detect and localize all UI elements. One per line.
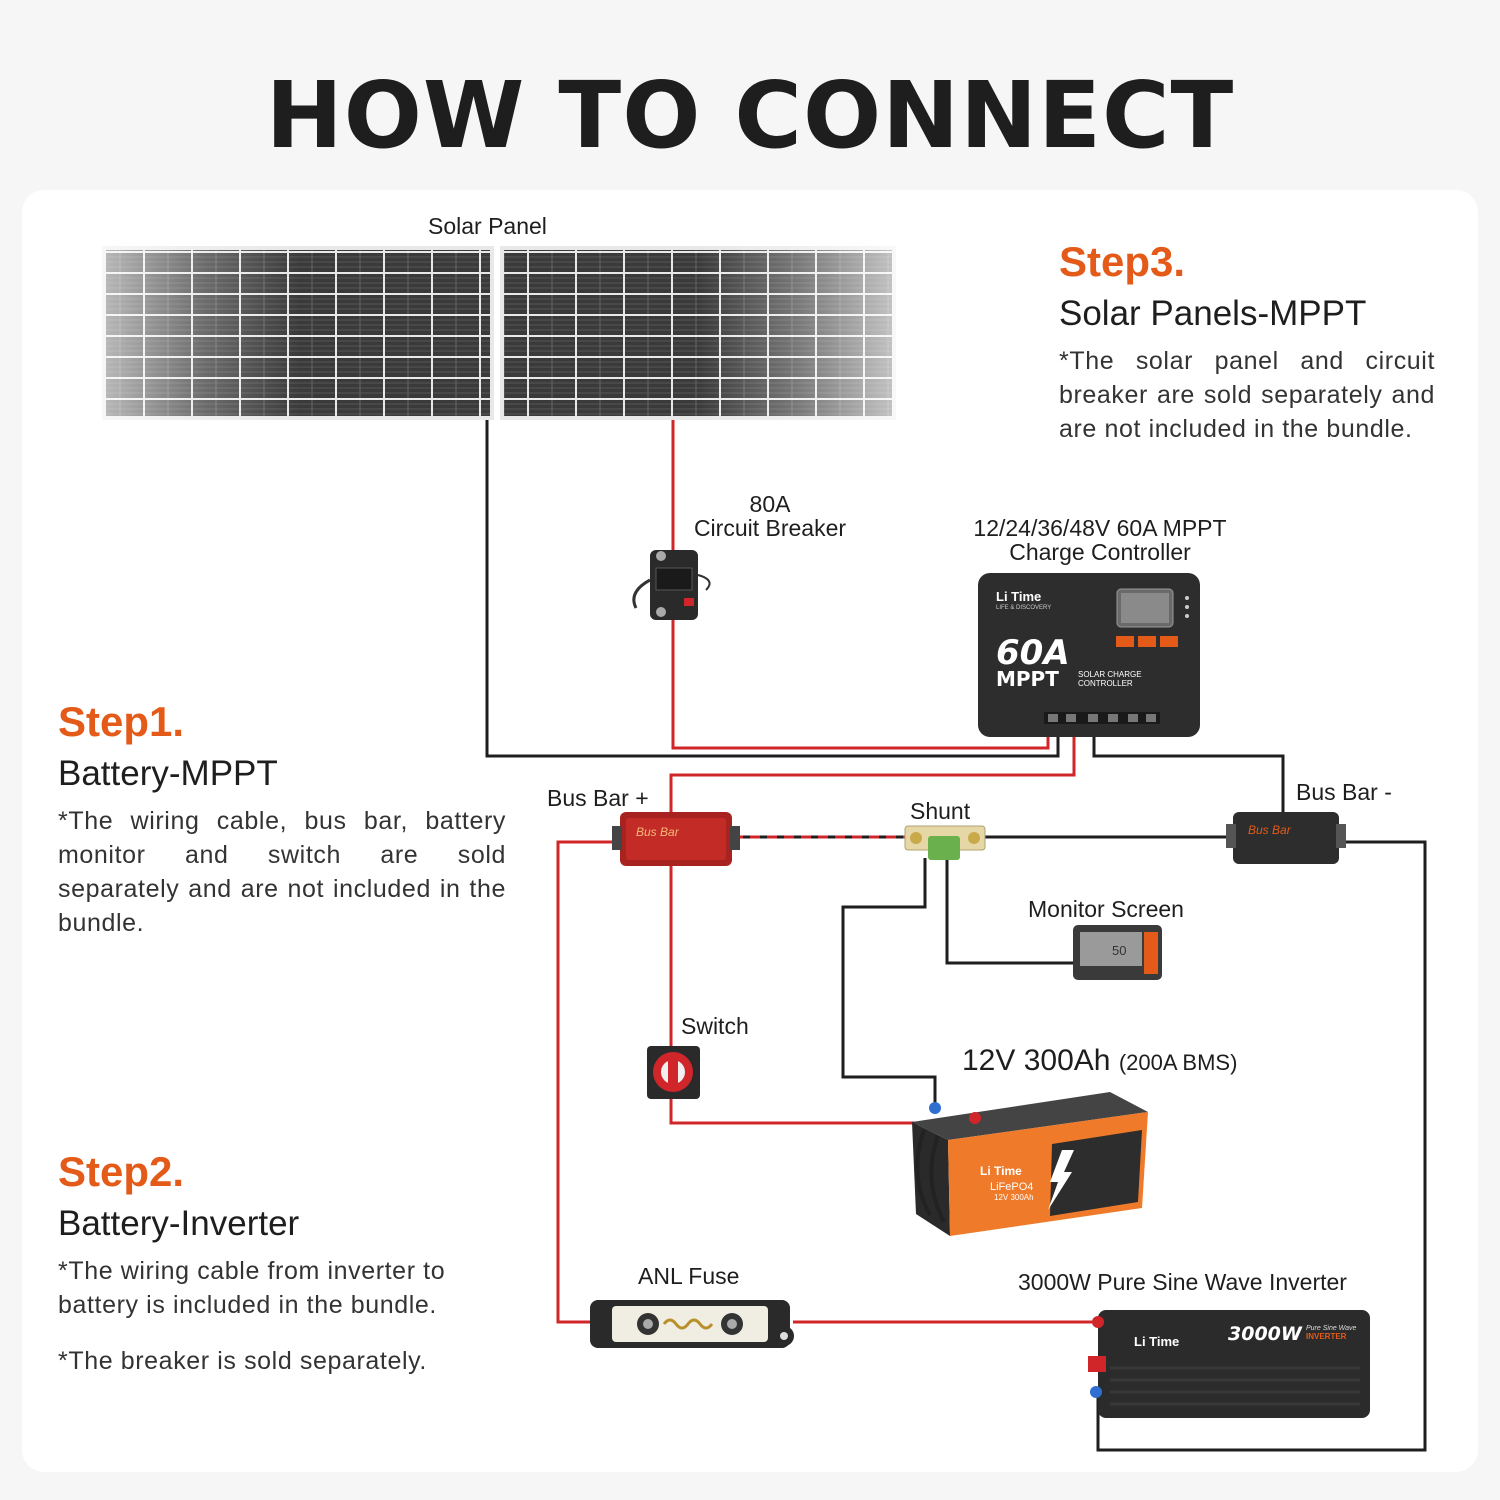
mppt-label-line2: Charge Controller: [1009, 539, 1191, 565]
mppt-controller: [978, 573, 1200, 737]
battery-brand: Li Time: [980, 1164, 1022, 1178]
battery-switch: [647, 1046, 700, 1099]
bus-bar-positive-label: Bus Bar +: [547, 785, 649, 811]
page-title: HOW TO CONNECT: [265, 62, 1235, 169]
inverter-type-2: INVERTER: [1306, 1332, 1347, 1341]
shunt: [904, 825, 986, 860]
step3-note: *The solar panel and circuit breaker are…: [1059, 347, 1435, 443]
mppt-label-line1: 12/24/36/48V 60A MPPT: [973, 515, 1227, 541]
solar-panel: [102, 246, 896, 420]
mppt-small-text-1: SOLAR CHARGE: [1078, 670, 1142, 679]
step2-number: Step2.: [58, 1148, 185, 1195]
step1-block: Step1. Battery-MPPT *The wiring cable, b…: [58, 698, 506, 940]
battery-spec: 12V 300Ah: [994, 1193, 1034, 1202]
bus-bar-positive-text: Bus Bar: [636, 825, 680, 839]
mppt-brand: Li Time: [996, 589, 1041, 604]
bus-bar-positive: [612, 812, 740, 866]
step1-subtitle: Battery-MPPT: [58, 754, 278, 793]
bus-bar-negative: [1226, 812, 1346, 864]
monitor-screen: [1073, 925, 1162, 980]
inverter-label: 3000W Pure Sine Wave Inverter: [1018, 1269, 1347, 1295]
step2-subtitle: Battery-Inverter: [58, 1204, 300, 1243]
bus-bar-negative-text: Bus Bar: [1248, 823, 1292, 837]
step1-number: Step1.: [58, 698, 185, 745]
mppt-big-text: 60A: [996, 633, 1070, 673]
shunt-label: Shunt: [910, 798, 971, 824]
inverter-brand: Li Time: [1134, 1334, 1179, 1349]
solar-panel-label: Solar Panel: [428, 213, 547, 239]
breaker-amp-label: 80A: [749, 491, 791, 517]
inverter-type-1: Pure Sine Wave: [1306, 1325, 1357, 1332]
step1-note: *The wiring cable, bus bar, battery moni…: [58, 807, 506, 937]
bus-bar-negative-label: Bus Bar -: [1296, 779, 1392, 805]
inverter: [1088, 1310, 1370, 1418]
battery-main-label: 12V 300Ah: [962, 1044, 1111, 1077]
step2-note: *The wiring cable from inverter to batte…: [58, 1257, 446, 1319]
anl-fuse: [590, 1300, 794, 1348]
switch-label: Switch: [681, 1013, 749, 1039]
mppt-mid-text: MPPT: [996, 667, 1059, 691]
inverter-watt: 3000W: [1228, 1323, 1303, 1345]
anl-fuse-label: ANL Fuse: [638, 1263, 740, 1289]
positive-wires: [556, 420, 1098, 1324]
breaker-name-label: Circuit Breaker: [693, 515, 847, 541]
battery: [912, 1092, 1148, 1236]
step2-block: Step2. Battery-Inverter *The wiring cabl…: [58, 1148, 508, 1378]
step3-number: Step3.: [1059, 238, 1186, 285]
negative-wires: [485, 420, 1427, 1452]
step3-block: Step3. Solar Panels-MPPT *The solar pane…: [1059, 238, 1435, 446]
monitor-reading: 50: [1112, 943, 1126, 958]
battery-label: 12V 300Ah (200A BMS): [962, 1044, 1237, 1078]
battery-bms-label: (200A BMS): [1118, 1050, 1238, 1075]
battery-chem: LiFePO4: [990, 1181, 1033, 1193]
circuit-breaker: [632, 550, 711, 620]
mppt-small-text-2: CONTROLLER: [1078, 679, 1133, 688]
step3-subtitle: Solar Panels-MPPT: [1059, 294, 1367, 333]
step2-note-2: *The breaker is sold separately.: [58, 1347, 427, 1375]
monitor-label: Monitor Screen: [1028, 896, 1184, 922]
mppt-brand-tag: LIFE & DISCOVERY: [996, 605, 1051, 611]
